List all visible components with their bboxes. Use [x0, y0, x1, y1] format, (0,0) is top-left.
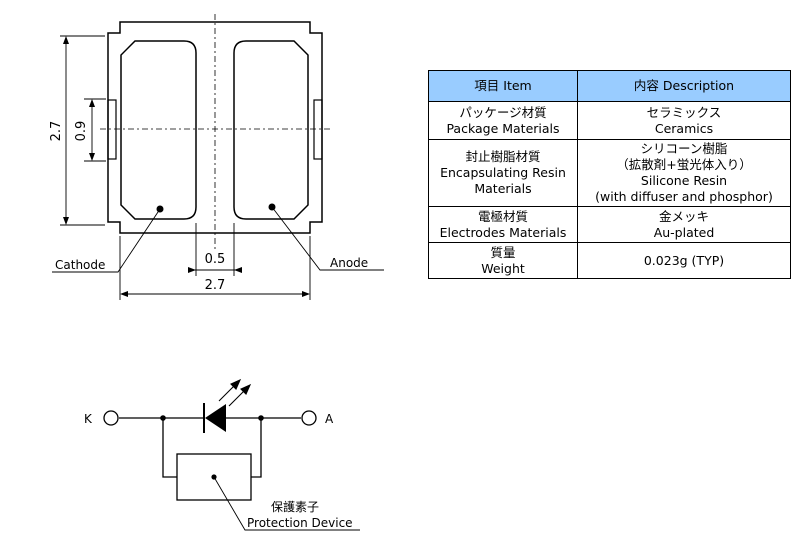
- protection-label-en: Protection Device: [247, 516, 353, 530]
- right-electrode-pad: [233, 40, 309, 220]
- desc-line: シリコーン樹脂: [640, 141, 728, 156]
- terminal-k-circle: [103, 410, 119, 426]
- left-electrode-pad: [120, 40, 197, 220]
- description-cell: 0.023g (TYP): [577, 242, 791, 279]
- table-row: 電極材質 Electrodes Materials 金メッキ Au-plated: [428, 206, 791, 243]
- item-en-line2: Materials: [474, 181, 532, 196]
- item-ja: 質量: [490, 244, 516, 260]
- terminal-k-label: K: [84, 412, 93, 426]
- item-ja: パッケージ材質: [459, 104, 547, 120]
- cathode-label: Cathode: [55, 258, 105, 272]
- item-cell: パッケージ材質 Package Materials: [428, 101, 578, 140]
- header-item: 項目 Item: [428, 70, 578, 102]
- dim-height-label: 2.7: [49, 121, 64, 142]
- desc-line: Silicone Resin: [640, 173, 728, 188]
- item-ja: 封止樹脂材質: [465, 149, 541, 164]
- dim-width-label: 2.7: [205, 278, 226, 293]
- desc-line: （拡散剤+蛍光体入り）: [616, 157, 752, 172]
- desc-line: Ceramics: [654, 120, 714, 136]
- protection-leader-dot: [211, 474, 217, 480]
- terminal-a-circle: [301, 410, 317, 426]
- light-emission-arrows: [218, 378, 252, 407]
- table-row: 封止樹脂材質 Encapsulating Resin Materials シリコ…: [428, 139, 791, 207]
- desc-line: Au-plated: [653, 224, 715, 240]
- desc-line: 金メッキ: [658, 208, 709, 224]
- item-en: Weight: [481, 260, 525, 276]
- desc-line: (with diffuser and phosphor): [595, 189, 773, 204]
- dim-gap-label: 0.5: [205, 252, 226, 267]
- led-diode-symbol: [203, 403, 226, 433]
- center-lines: [100, 14, 330, 250]
- junction-right-dot: [258, 415, 264, 421]
- table-row: パッケージ材質 Package Materials セラミックス Ceramic…: [428, 101, 791, 140]
- description-cell: セラミックス Ceramics: [577, 101, 791, 140]
- terminal-a-label: A: [325, 412, 334, 426]
- leader-lines: [52, 206, 384, 273]
- protection-leader: [213, 476, 360, 531]
- item-en: Electrodes Materials: [439, 224, 567, 240]
- side-notches: [107, 99, 323, 160]
- dimension-arrowheads: [63, 36, 310, 297]
- desc-line: 0.023g (TYP): [643, 252, 725, 268]
- table-row: 質量 Weight 0.023g (TYP): [428, 242, 791, 279]
- description-cell: シリコーン樹脂 （拡散剤+蛍光体入り） Silicone Resin (with…: [577, 139, 791, 207]
- table-header-row: 項目 Item 内容 Description: [428, 70, 791, 102]
- item-ja: 電極材質: [477, 208, 528, 224]
- protection-label-ja: 保護素子: [271, 499, 319, 514]
- item-en: Package Materials: [446, 120, 560, 136]
- spec-table: 項目 Item 内容 Description パッケージ材質 Package M…: [428, 70, 791, 279]
- item-cell: 質量 Weight: [428, 242, 578, 279]
- desc-line: セラミックス: [646, 104, 722, 120]
- dim-pad-height-label: 0.9: [74, 121, 89, 142]
- item-en: Encapsulating Resin: [440, 165, 566, 180]
- anode-label: Anode: [330, 256, 368, 270]
- dimension-lines: [60, 35, 311, 300]
- package-outline: [107, 21, 323, 234]
- header-description: 内容 Description: [577, 70, 791, 102]
- item-cell: 電極材質 Electrodes Materials: [428, 206, 578, 243]
- description-cell: 金メッキ Au-plated: [577, 206, 791, 243]
- junction-left-dot: [160, 415, 166, 421]
- item-cell: 封止樹脂材質 Encapsulating Resin Materials: [428, 139, 578, 207]
